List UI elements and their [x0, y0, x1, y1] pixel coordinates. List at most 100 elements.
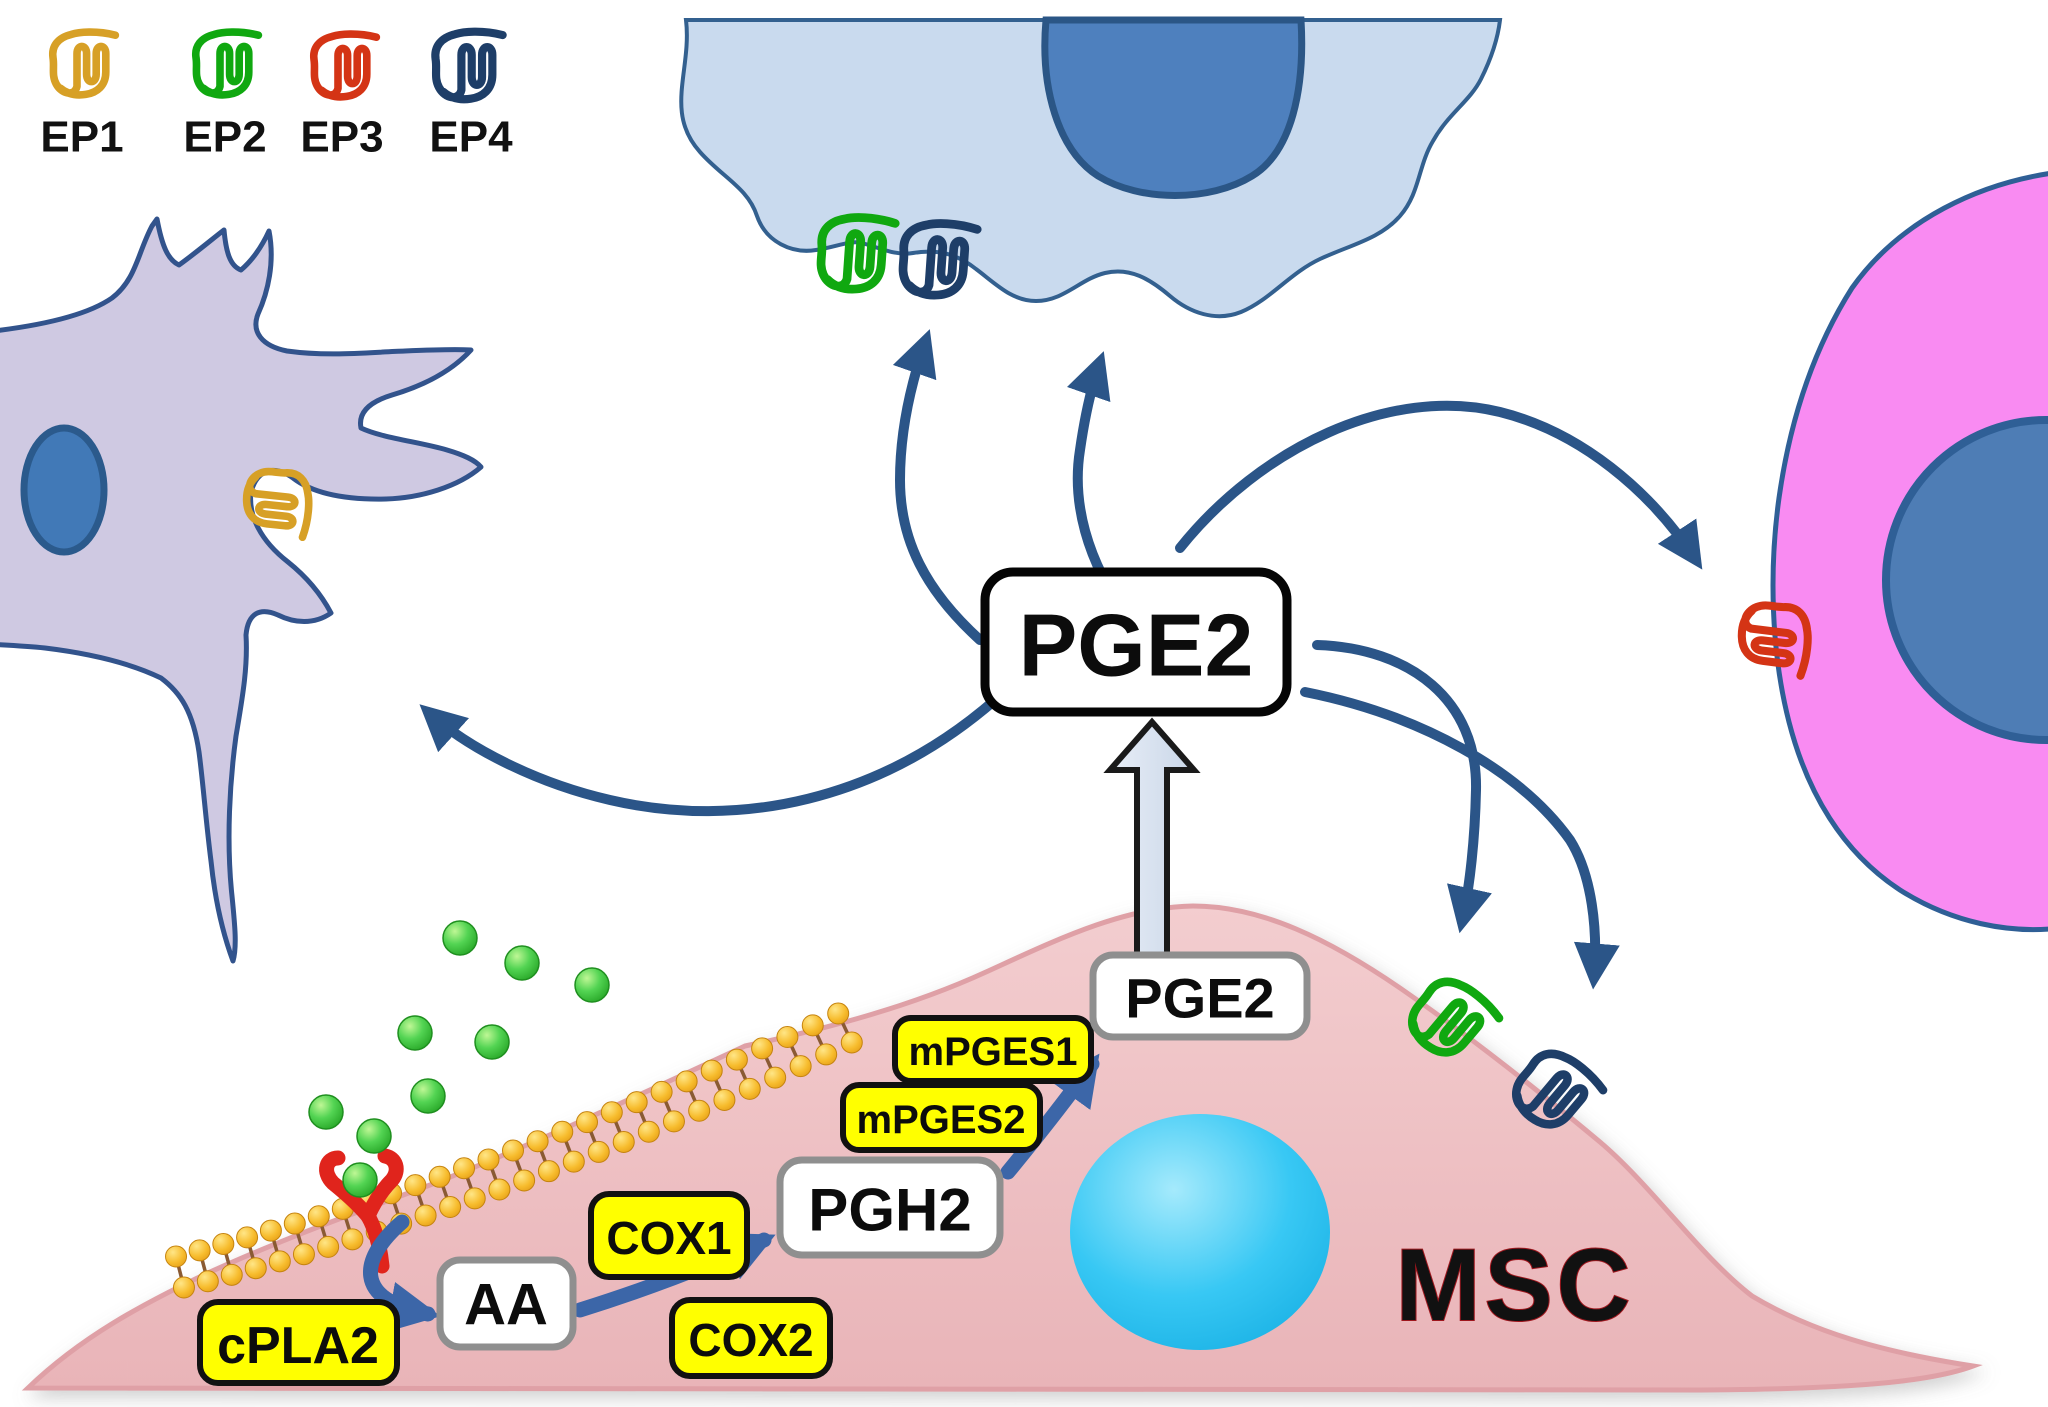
pge2-to-dendritic-arrow	[419, 695, 1000, 817]
lipid-head	[551, 1120, 574, 1143]
legend-label-ep4: EP4	[429, 113, 513, 162]
lipid-head	[625, 1091, 648, 1114]
signal-molecule-dot	[397, 1015, 433, 1051]
legend-label-ep2: EP2	[183, 113, 266, 162]
lipid-head	[292, 1243, 315, 1266]
cpla2-arrow	[363, 1214, 441, 1333]
mpges2-label: mPGES2	[857, 1098, 1026, 1142]
lipid-head	[713, 1088, 736, 1111]
lipid-head	[212, 1232, 235, 1255]
pgh2-label: PGH2	[808, 1177, 971, 1244]
legend-label-ep1: EP1	[40, 113, 123, 162]
lipid-head	[220, 1263, 243, 1286]
lipid-head	[404, 1174, 427, 1197]
pge2-to-msc-ep4-arrow	[1300, 687, 1620, 990]
pathway-boxes: cPLA2 AA COX1 COX2 PGH2 mPGES2 mPGES1 PG…	[197, 951, 1311, 1386]
lipid-head	[307, 1205, 330, 1228]
pge2-inner-label: PGE2	[1125, 967, 1274, 1030]
pge2-inner-box	[1089, 951, 1311, 1041]
signal-molecule-dot	[504, 945, 540, 981]
mpges1-label: mPGES1	[909, 1030, 1078, 1074]
pgh2-box	[776, 1156, 1004, 1259]
lipid-head	[188, 1239, 211, 1262]
dendritic-cell-left	[0, 216, 484, 964]
lipid-head	[675, 1070, 698, 1093]
lipid-head	[488, 1178, 511, 1201]
signal-molecule-dot	[574, 967, 610, 1003]
cell-nucleus	[1882, 416, 2048, 744]
lipid-head	[244, 1257, 267, 1280]
lipid-head	[637, 1120, 660, 1143]
lipid-head	[268, 1250, 291, 1273]
lipid-head	[502, 1139, 525, 1162]
legend-item-ep2: EP2	[183, 32, 267, 162]
lipid-head	[236, 1226, 259, 1249]
lipid-head	[463, 1187, 486, 1210]
msc-nucleus	[1070, 1114, 1330, 1350]
lipid-head	[840, 1031, 863, 1054]
lipid-head	[513, 1169, 536, 1192]
signal-molecule-dot	[410, 1078, 446, 1114]
pge2-to-msc-ep2-arrow	[1312, 640, 1492, 934]
lipid-head	[789, 1055, 812, 1078]
lipid-head	[751, 1037, 774, 1060]
lipid-head	[259, 1219, 282, 1242]
lipid-head	[341, 1228, 364, 1251]
lipid-head	[439, 1196, 462, 1219]
lipid-head	[827, 1002, 850, 1025]
lipid-head	[801, 1014, 824, 1037]
cox1-label: COX1	[606, 1212, 731, 1264]
lipid-bilayer-membrane	[165, 1002, 863, 1299]
signal-molecule-dot	[342, 1162, 378, 1198]
lipid-head	[600, 1101, 623, 1124]
legend-item-ep3: EP3	[300, 34, 384, 162]
lipid-head	[196, 1270, 219, 1293]
lipid-head	[587, 1140, 610, 1163]
pge2-to-immune-ep2-arrow	[892, 329, 985, 645]
lipid-head	[700, 1059, 723, 1082]
lipid-head	[317, 1235, 340, 1258]
cox2-box	[669, 1297, 833, 1379]
lipid-head	[764, 1066, 787, 1089]
cox1-box	[588, 1191, 750, 1280]
mpges1-box	[892, 1015, 1094, 1084]
lipid-head	[537, 1160, 560, 1183]
legend: EP1 EP2 EP3 EP4	[40, 32, 513, 162]
lipid-head	[165, 1245, 188, 1268]
signal-molecule-dot	[474, 1024, 510, 1060]
lipid-head	[815, 1043, 838, 1066]
lipid-head	[453, 1157, 476, 1180]
pge2-main-label: PGE2	[1019, 596, 1254, 695]
signal-molecule-dot	[308, 1094, 344, 1130]
cell-nucleus	[20, 424, 108, 556]
cpla2-box	[197, 1299, 400, 1386]
lipid-head	[414, 1204, 437, 1227]
legend-item-ep1: EP1	[40, 32, 124, 162]
aa-label: AA	[464, 1273, 548, 1338]
lipid-head	[477, 1148, 500, 1171]
lipid-head	[725, 1048, 748, 1071]
cox2-label: COX2	[688, 1314, 813, 1366]
lipid-head	[576, 1111, 599, 1134]
target-cell-right	[1770, 171, 2048, 933]
signal-molecule-dots	[308, 920, 610, 1198]
lipid-head	[612, 1130, 635, 1153]
aa-box	[436, 1256, 577, 1351]
lipid-head	[688, 1099, 711, 1122]
legend-item-ep4: EP4	[429, 32, 513, 162]
pge2-main-box: PGE2	[980, 567, 1292, 717]
pge2-to-target-cell-arrow	[1175, 400, 1703, 570]
lipid-head	[738, 1077, 761, 1100]
pge2-signaling-arrows	[419, 329, 1703, 990]
lipid-head	[650, 1080, 673, 1103]
lipid-head	[662, 1110, 685, 1133]
lipid-head	[562, 1150, 585, 1173]
msc-label: MSC	[1396, 1228, 1635, 1342]
lipid-head	[776, 1025, 799, 1048]
lipid-head	[172, 1276, 195, 1299]
signal-molecule-dot	[442, 920, 478, 956]
pge2-secretion-block-arrow	[1103, 717, 1201, 961]
cpla2-label: cPLA2	[217, 1317, 379, 1375]
signal-molecule-dot	[356, 1118, 392, 1154]
